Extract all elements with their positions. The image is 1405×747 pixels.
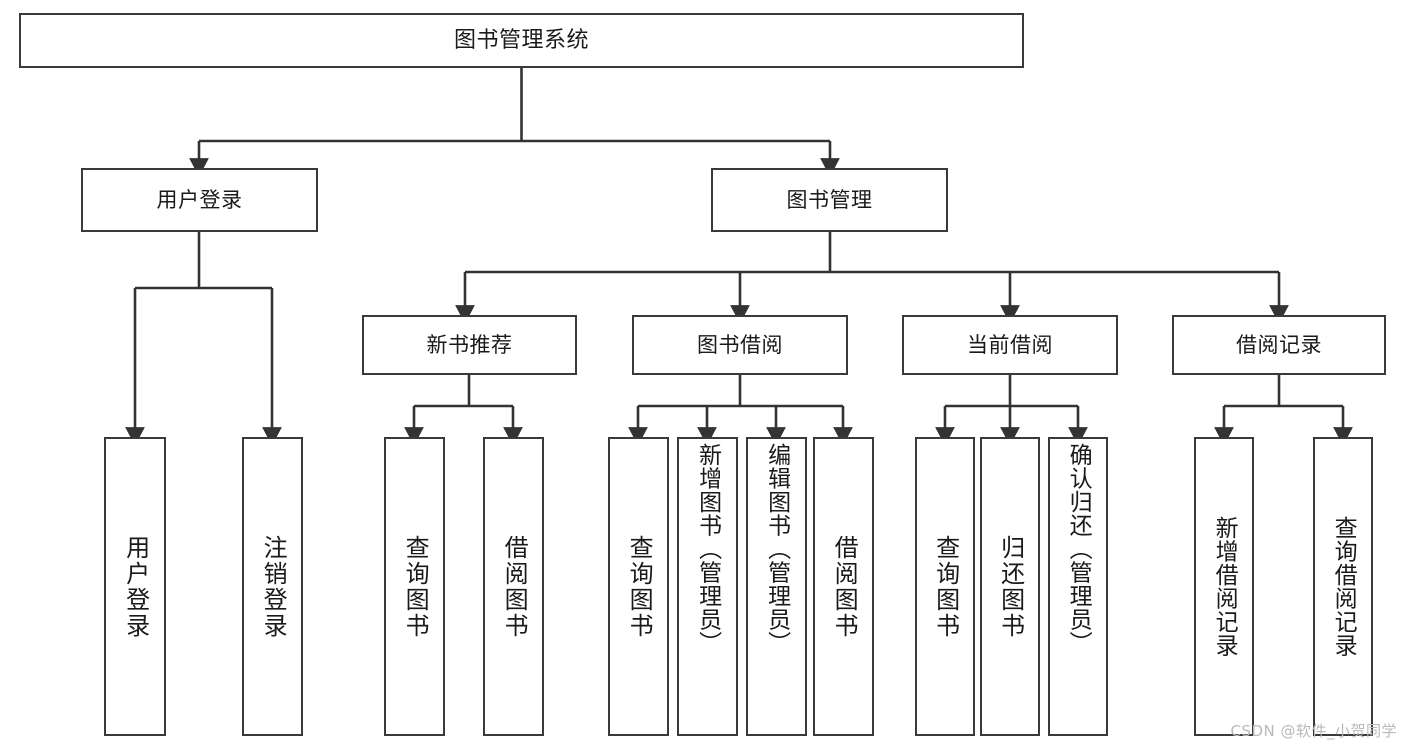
leaf-user-logout[interactable]: 注销登录 bbox=[242, 437, 303, 736]
node-label: 图书借阅 bbox=[697, 332, 783, 357]
csdn-watermark: CSDN @软件_小贺同学 bbox=[1230, 722, 1397, 740]
node-label: 查询图书 bbox=[931, 534, 960, 639]
node-label: 用户登录 bbox=[121, 534, 150, 639]
leaf-add-borrow-record[interactable]: 新增借阅记录 bbox=[1194, 437, 1254, 736]
leaf-borrow-book-new-recommend[interactable]: 借阅图书 bbox=[483, 437, 544, 736]
node-label: 新增借阅记录 bbox=[1211, 516, 1238, 657]
node-book-manage[interactable]: 图书管理 bbox=[711, 168, 948, 232]
node-label: 注销登录 bbox=[259, 534, 288, 639]
leaf-edit-book-admin[interactable]: 编辑图书（管理员） bbox=[746, 437, 807, 736]
leaf-query-book-borrow[interactable]: 查询图书 bbox=[608, 437, 669, 736]
node-borrow-record[interactable]: 借阅记录 bbox=[1172, 315, 1386, 375]
node-label: 查询图书 bbox=[625, 534, 654, 639]
node-label: 借阅图书 bbox=[500, 534, 529, 639]
leaf-query-borrow-record[interactable]: 查询借阅记录 bbox=[1313, 437, 1373, 736]
node-label: 编辑图书（管理员） bbox=[763, 443, 790, 655]
node-label: 图书管理系统 bbox=[453, 27, 589, 53]
node-label: 图书管理 bbox=[786, 187, 873, 212]
node-label: 归还图书 bbox=[996, 534, 1025, 639]
node-label: 借阅记录 bbox=[1236, 332, 1322, 357]
node-root-system[interactable]: 图书管理系统 bbox=[19, 13, 1024, 68]
node-book-borrow[interactable]: 图书借阅 bbox=[632, 315, 848, 375]
node-user-login[interactable]: 用户登录 bbox=[81, 168, 318, 232]
leaf-return-book[interactable]: 归还图书 bbox=[980, 437, 1040, 736]
leaf-add-book-admin[interactable]: 新增图书（管理员） bbox=[677, 437, 738, 736]
node-label: 借阅图书 bbox=[830, 534, 859, 639]
node-new-book-recommend[interactable]: 新书推荐 bbox=[362, 315, 577, 375]
node-label: 新书推荐 bbox=[426, 332, 513, 357]
leaf-query-book-new-recommend[interactable]: 查询图书 bbox=[384, 437, 445, 736]
node-label: 当前借阅 bbox=[967, 332, 1053, 357]
node-label: 新增图书（管理员） bbox=[694, 443, 721, 655]
node-label: 确认归还（管理员） bbox=[1065, 443, 1092, 655]
node-label: 查询图书 bbox=[401, 534, 430, 639]
node-current-borrow[interactable]: 当前借阅 bbox=[902, 315, 1118, 375]
node-label: 查询借阅记录 bbox=[1330, 516, 1357, 657]
node-label: 用户登录 bbox=[156, 187, 243, 212]
leaf-query-book-current[interactable]: 查询图书 bbox=[915, 437, 975, 736]
leaf-confirm-return-admin[interactable]: 确认归还（管理员） bbox=[1048, 437, 1108, 736]
leaf-borrow-book-borrow[interactable]: 借阅图书 bbox=[813, 437, 874, 736]
leaf-user-login[interactable]: 用户登录 bbox=[104, 437, 166, 736]
